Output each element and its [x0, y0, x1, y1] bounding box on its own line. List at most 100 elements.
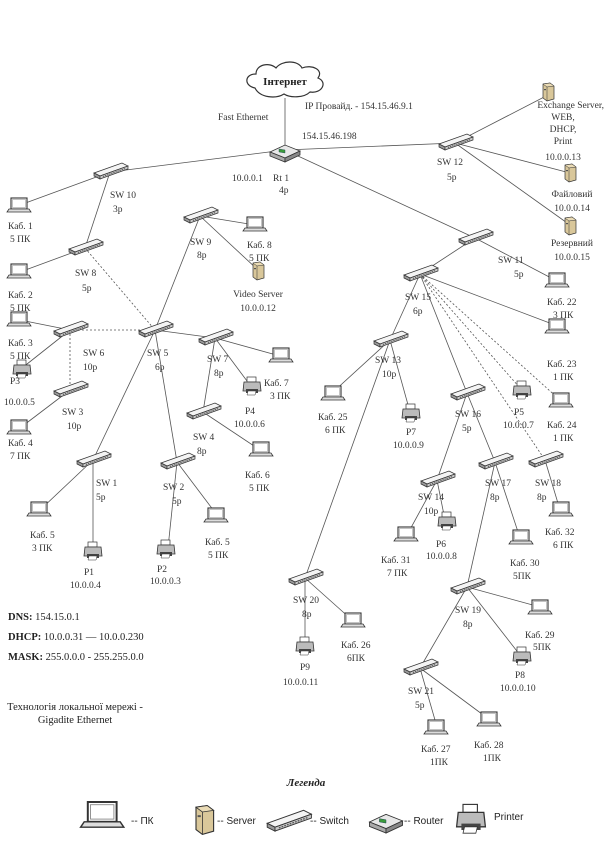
- printer-icon: [83, 541, 103, 561]
- room-name: Каб. 24: [547, 420, 577, 431]
- switch-sw6: SW 6 10p: [53, 320, 104, 373]
- sw7-to-sw4-link: [202, 337, 216, 413]
- switch-label: SW 4: [193, 433, 214, 443]
- mask-label: MASK:: [8, 652, 43, 663]
- pc-icon: [26, 501, 52, 517]
- server-file: Файловий 10.0.0.14: [552, 163, 592, 214]
- room-pcs: 1 ПК: [553, 373, 574, 383]
- sw7-to-kab7-link: [214, 337, 281, 357]
- sw13-to-p7-link: [389, 339, 411, 413]
- server-icon: [542, 82, 555, 102]
- switch-ports: 10p: [424, 507, 439, 517]
- room-pcs: 5 ПК: [10, 304, 31, 314]
- room-pcs: 6 ПК: [553, 541, 574, 551]
- room-kab5-sw2: Каб. 5 5 ПК: [203, 507, 230, 561]
- switch-label: SW 11: [498, 256, 524, 266]
- server-exchange: Exchange Server, WEB, DHCP, Print 10.0.0…: [537, 82, 604, 163]
- sw2-to-p2-link: [167, 461, 178, 549]
- room-kab7: Каб. 7 3 ПК: [264, 347, 294, 402]
- room-name: Каб. 6: [245, 470, 270, 481]
- pc-icon: [6, 197, 32, 213]
- room-name: Каб. 8: [247, 240, 272, 251]
- printer-icon: [295, 636, 315, 656]
- server-ip: 10.0.0.14: [554, 204, 590, 214]
- switch-ports: 10p: [67, 422, 82, 432]
- pc-icon: [203, 507, 229, 523]
- server-ip: 10.0.0.12: [240, 304, 276, 314]
- printer-name: P7: [406, 428, 416, 438]
- sw5-to-sw9-link: [154, 215, 201, 331]
- switch-icon: [458, 228, 494, 246]
- switch-sw18: SW 18 8p: [528, 450, 564, 503]
- sw4-to-kab6-link: [202, 411, 261, 451]
- server-label: Exchange Server,: [537, 101, 604, 111]
- switch-label: SW 19: [455, 606, 481, 616]
- switch-label: SW 3: [62, 408, 83, 418]
- legend-switch-icon: [266, 809, 313, 832]
- room-pcs: 1ПК: [430, 758, 449, 768]
- switch-icon: [53, 320, 89, 338]
- switch-icon: [288, 568, 324, 586]
- room-kab27: Каб. 27 1ПК: [421, 719, 451, 768]
- printer-ip: 10.0.0.11: [283, 678, 319, 688]
- legend-server-label: -- Server: [217, 816, 256, 827]
- sw15-to-p5-link: [419, 273, 521, 389]
- switch-ports: 5p: [462, 424, 472, 434]
- room-name: Каб. 29: [525, 630, 555, 641]
- switch-sw16: SW 16 5p: [450, 383, 486, 434]
- switch-sw15: SW 15 6p: [403, 264, 439, 317]
- internet-cloud: Інтернет: [246, 61, 324, 98]
- tech-line-1: Технологія локальної мережі -: [7, 702, 143, 713]
- printer-icon: [401, 403, 421, 423]
- router-to-sw10-link: [109, 149, 286, 173]
- switch-sw3: SW 3 10p: [53, 380, 89, 432]
- switch-label: SW 5: [147, 349, 168, 359]
- switch-label: SW 10: [110, 191, 136, 201]
- server-ip: 10.0.0.15: [554, 253, 590, 263]
- room-pcs: 1ПК: [483, 754, 502, 764]
- switch-sw13: SW 13 10p: [373, 330, 409, 380]
- sw14-to-kab31-link: [406, 479, 438, 536]
- lan-technology-note: Технологія локальної мережі - Gigadite E…: [0, 701, 150, 727]
- room-pcs: 1 ПК: [553, 434, 574, 444]
- switch-label: SW 9: [190, 238, 211, 248]
- switch-ports: 8p: [463, 620, 473, 630]
- room-kab29: Каб. 29 5ПК: [525, 599, 555, 653]
- sw17-to-sw19-link: [466, 461, 496, 588]
- pc-icon: [423, 719, 449, 735]
- switch-ports: 6p: [413, 307, 423, 317]
- switch-sw5: SW 5 6p: [138, 320, 174, 373]
- room-name: Каб. 25: [318, 412, 348, 423]
- switch-ports: 8p: [197, 447, 207, 457]
- room-kab31: Каб. 31 7 ПК: [381, 526, 419, 579]
- sw20-to-kab26-link: [304, 577, 353, 621]
- printer-name: P9: [300, 663, 310, 673]
- pc-icon: [320, 385, 346, 401]
- switch-ports: 8p: [537, 493, 547, 503]
- sw12-to-file-link: [454, 142, 571, 174]
- switch-icon: [76, 450, 112, 468]
- sw11-to-kab22-link: [474, 237, 556, 281]
- pc-icon: [548, 392, 574, 408]
- sw13-to-sw20-link: [304, 339, 391, 579]
- mask-info: MASK: 255.0.0.0 - 255.255.0.0: [8, 652, 144, 663]
- room-pcs: 3 ПК: [270, 392, 291, 402]
- room-name: Каб. 4: [8, 438, 33, 449]
- room-name: Каб. 7: [264, 378, 289, 389]
- router-wan-ip: 154.15.46.198: [302, 132, 357, 142]
- switch-icon: [183, 206, 219, 224]
- sw7-to-p4-link: [214, 337, 251, 386]
- room-pcs: 5ПК: [533, 643, 552, 653]
- sw15-to-sw18-link: [419, 273, 546, 461]
- room-pcs: 5 ПК: [10, 235, 31, 245]
- room-kab2: Каб. 2 5 ПК: [6, 263, 33, 314]
- switch-label: SW 16: [455, 410, 481, 420]
- printer-ip: 10.0.0.6: [234, 420, 265, 430]
- switch-label: SW 6: [83, 349, 104, 359]
- server-video: Video Server 10.0.0.12: [233, 261, 284, 314]
- switch-label: SW 15: [405, 293, 431, 303]
- sw10-to-sw8-link: [84, 171, 111, 249]
- printer-ip: 10.0.0.7: [503, 421, 534, 431]
- room-pcs: 5 ПК: [249, 484, 270, 494]
